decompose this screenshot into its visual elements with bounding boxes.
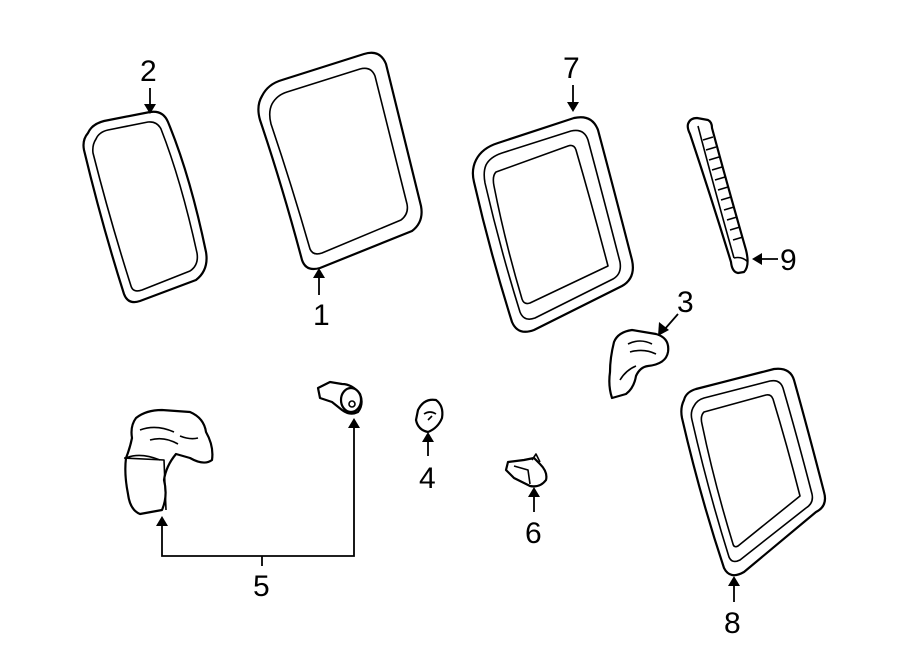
callout-5: 5 — [253, 570, 270, 603]
part-1-side-glass — [257, 51, 423, 271]
callout-7: 7 — [563, 52, 580, 85]
part-7-window-frame — [471, 116, 634, 333]
callout-6: 6 — [525, 517, 542, 550]
part-5-clip — [316, 380, 363, 415]
callout-1: 1 — [313, 299, 330, 332]
part-9-pillar-trim — [686, 116, 749, 275]
leader-lines — [144, 85, 778, 602]
callout-2: 2 — [140, 55, 157, 88]
callout-9: 9 — [780, 244, 797, 277]
callout-3: 3 — [677, 286, 694, 319]
part-2-quarter-glass — [82, 110, 208, 304]
part-8-small-window — [680, 367, 827, 577]
part-4-clip — [414, 398, 444, 434]
part-5-molding — [123, 408, 214, 516]
callout-4: 4 — [419, 462, 436, 495]
part-3-corner-bracket — [608, 328, 670, 400]
callout-8: 8 — [724, 607, 741, 640]
part-6-clip — [504, 453, 548, 488]
